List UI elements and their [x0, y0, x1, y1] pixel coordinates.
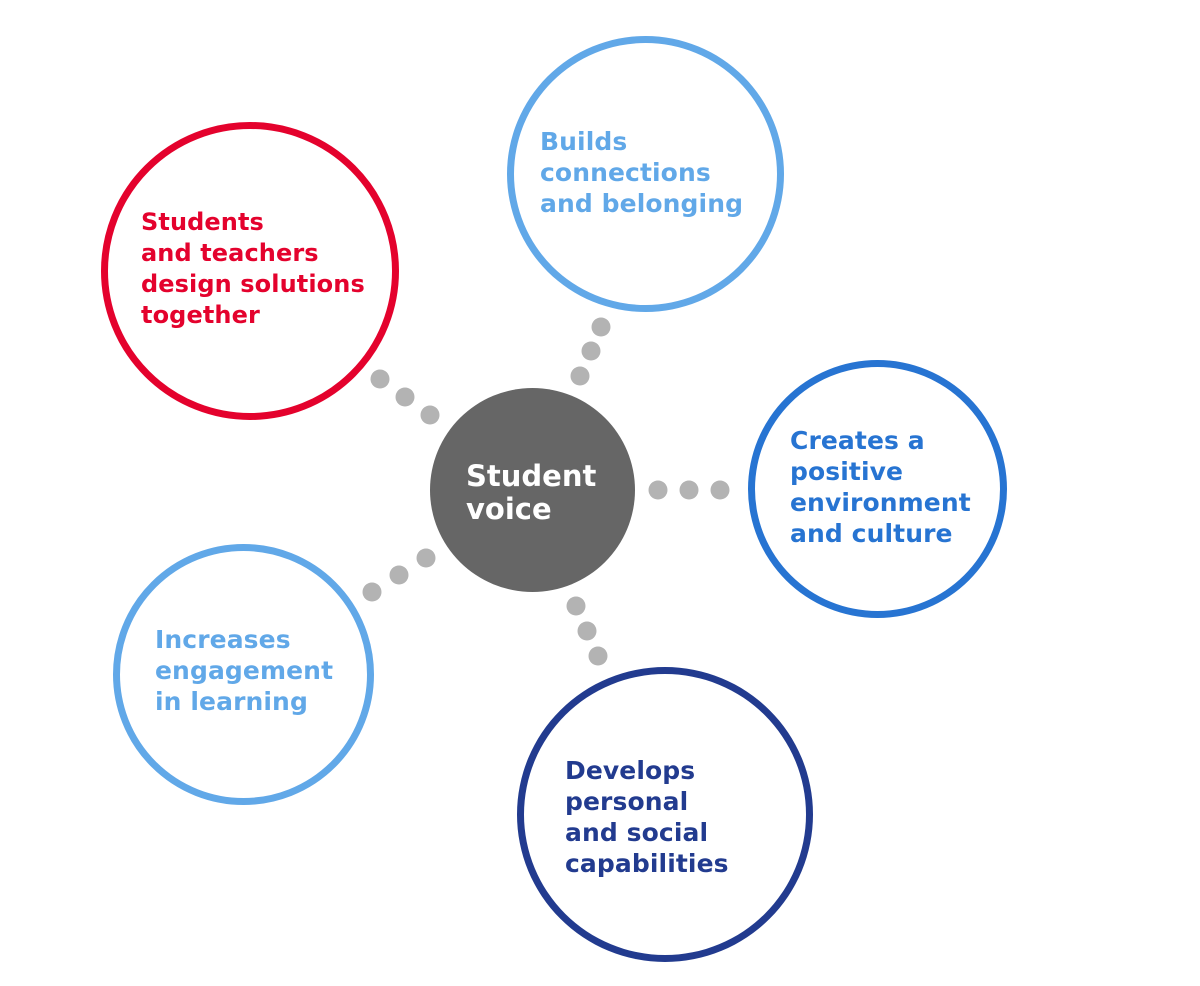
hub-label: Student voice	[466, 459, 597, 526]
connector-dot	[389, 565, 409, 585]
connector-dot	[395, 387, 415, 407]
node-label-connections-belonging: Builds connections and belonging	[540, 127, 744, 218]
node-personal-social-capabilities: Develops personal and social capabilitie…	[517, 667, 813, 962]
node-label-personal-social-capabilities: Develops personal and social capabilitie…	[565, 756, 729, 878]
connector-environment	[648, 480, 730, 500]
connector-connections	[570, 317, 611, 386]
connector-design	[370, 369, 440, 425]
hub-circle: Student voice	[430, 388, 635, 592]
connector-dot	[362, 582, 382, 602]
node-positive-environment: Creates a positive environment and cultu…	[748, 360, 1007, 618]
connector-dot	[570, 366, 590, 386]
connector-dot	[416, 548, 436, 568]
node-design-solutions: Students and teachers design solutions t…	[101, 122, 399, 420]
connector-dot	[420, 405, 440, 425]
connector-dot	[679, 480, 699, 500]
connector-dot	[648, 480, 668, 500]
connector-capabilities	[566, 596, 608, 666]
connector-dot	[591, 317, 611, 337]
node-label-engagement-learning: Increases engagement in learning	[155, 625, 334, 716]
node-connections-belonging: Builds connections and belonging	[507, 36, 784, 312]
connector-dot	[581, 341, 601, 361]
node-engagement-learning: Increases engagement in learning	[113, 544, 374, 805]
connector-dot	[588, 646, 608, 666]
connector-dot	[710, 480, 730, 500]
node-label-design-solutions: Students and teachers design solutions t…	[141, 208, 365, 329]
connector-dot	[577, 621, 597, 641]
node-label-positive-environment: Creates a positive environment and cultu…	[790, 426, 971, 548]
connector-dot	[370, 369, 390, 389]
connector-engagement	[362, 548, 436, 602]
connector-dot	[566, 596, 586, 616]
